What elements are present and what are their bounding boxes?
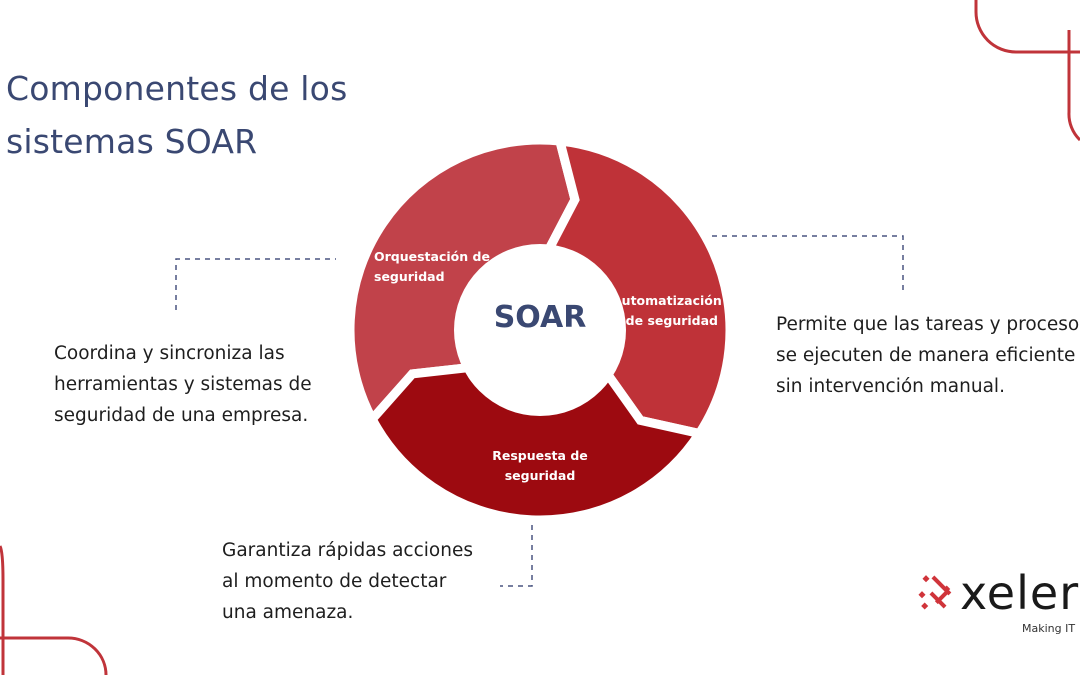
segment-label-respuesta: Respuesta de seguridad <box>492 448 588 483</box>
decor-outline-top-right <box>974 0 1080 54</box>
logo-tagline: Making IT <box>1022 622 1076 635</box>
connector-automatizacion <box>712 235 904 290</box>
logo-wordmark: xeler <box>960 566 1080 620</box>
decor-outline-bottom-left <box>0 545 5 675</box>
center-label: SOAR <box>493 300 587 335</box>
page-title: Componentes de los sistemas SOAR <box>6 69 348 161</box>
center-circle <box>454 244 626 416</box>
decor-outline-bottom <box>0 636 108 675</box>
description-respuesta: Garantiza rápidas acciones al momento de… <box>222 540 473 623</box>
description-automatizacion: Permite que las tareas y proceso se ejec… <box>776 314 1080 397</box>
segment-label-orquestacion: Orquestación de seguridad <box>374 249 490 284</box>
connector-orquestacion <box>175 258 336 310</box>
description-orquestacion: Coordina y sincroniza las herramientas y… <box>54 343 312 426</box>
segment-label-automatizacion: Automatización de seguridad <box>612 293 722 328</box>
connector-respuesta <box>500 525 533 587</box>
xeler-logo-mark <box>918 575 952 610</box>
decor-outline-right <box>1067 30 1080 142</box>
